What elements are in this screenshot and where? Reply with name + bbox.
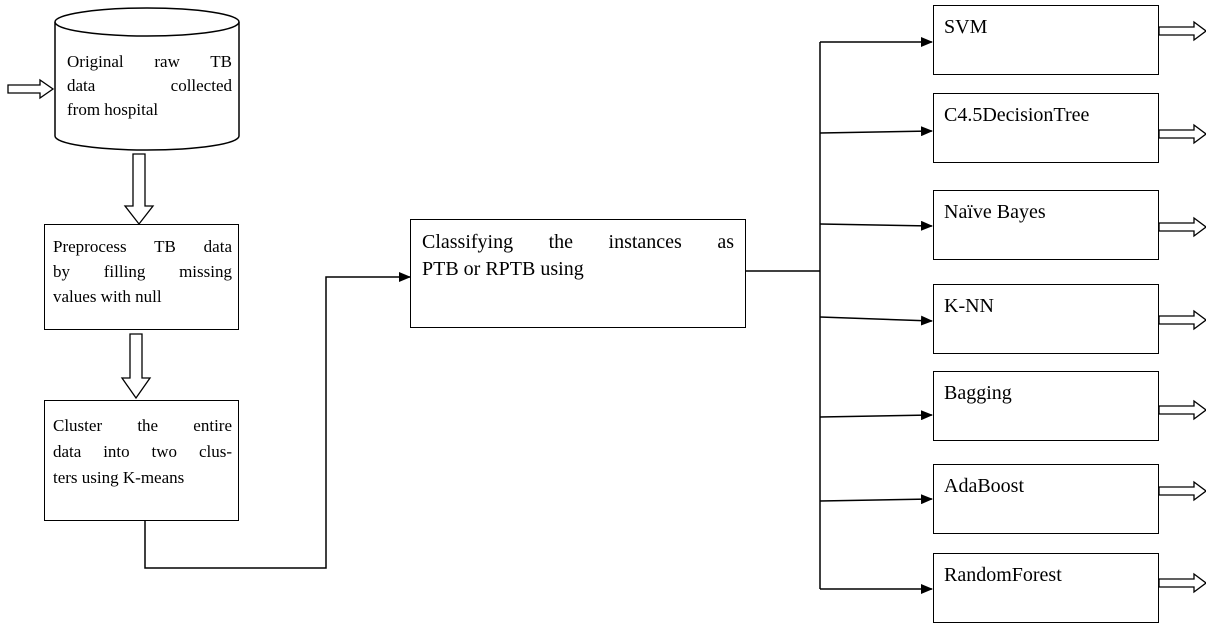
- classifier-label: Bagging: [944, 382, 1012, 404]
- classifier-box-adaboost: AdaBoost: [933, 464, 1159, 534]
- output-arrow-icon: [1158, 123, 1206, 145]
- source-line: from hospital: [67, 100, 159, 119]
- output-arrow-icon: [1158, 216, 1206, 238]
- output-arrow-icon: [1158, 480, 1206, 502]
- branch-arrow-knn: [819, 315, 933, 326]
- classify-line: Classifying the instances as: [422, 231, 734, 253]
- branch-arrow-c45: [819, 126, 933, 137]
- cluster-line: data into two clus-: [53, 442, 232, 461]
- preprocess-line: values with null: [53, 287, 162, 306]
- output-arrow-icon: [1158, 572, 1206, 594]
- output-arrow-icon: [1158, 309, 1206, 331]
- preprocess-line: Preprocess TB data: [53, 237, 232, 256]
- classifier-label: RandomForest: [944, 564, 1062, 586]
- cluster-line: Cluster the entire: [53, 416, 232, 435]
- database-cylinder-icon: [54, 7, 240, 151]
- classifier-label: Naïve Bayes: [944, 201, 1046, 223]
- source-line: Original raw TB: [67, 52, 232, 71]
- classify-box: [410, 219, 746, 328]
- cluster-box: [44, 400, 239, 521]
- classifier-label: C4.5DecisionTree: [944, 104, 1090, 126]
- classifier-box-randomforest: RandomForest: [933, 553, 1159, 623]
- output-arrow-icon: [1158, 20, 1206, 42]
- classifier-label: SVM: [944, 16, 988, 38]
- source-line: data collected: [67, 76, 232, 95]
- down-arrow-icon: [120, 333, 152, 400]
- classifier-box-bagging: Bagging: [933, 371, 1159, 441]
- preprocess-box: [44, 224, 239, 330]
- preprocess-line: by filling missing: [53, 262, 232, 281]
- branch-arrow-adaboost: [819, 494, 933, 505]
- classifier-box-svm: SVM: [933, 5, 1159, 75]
- classifier-box-c45: C4.5DecisionTree: [933, 93, 1159, 163]
- classifier-box-knn: K-NN: [933, 284, 1159, 354]
- classifier-label: K-NN: [944, 295, 994, 317]
- cluster-to-classify-connector: [144, 272, 411, 569]
- input-arrow-icon: [7, 78, 55, 100]
- down-arrow-icon: [123, 153, 155, 226]
- classify-line: PTB or RPTB using: [422, 258, 584, 280]
- cluster-line: ters using K-means: [53, 468, 185, 487]
- output-arrow-icon: [1158, 399, 1206, 421]
- classifier-label: AdaBoost: [944, 475, 1024, 497]
- classifier-box-naive-bayes: Naïve Bayes: [933, 190, 1159, 260]
- branch-arrow-bagging: [819, 410, 933, 421]
- branch-arrow-naive-bayes: [819, 220, 933, 231]
